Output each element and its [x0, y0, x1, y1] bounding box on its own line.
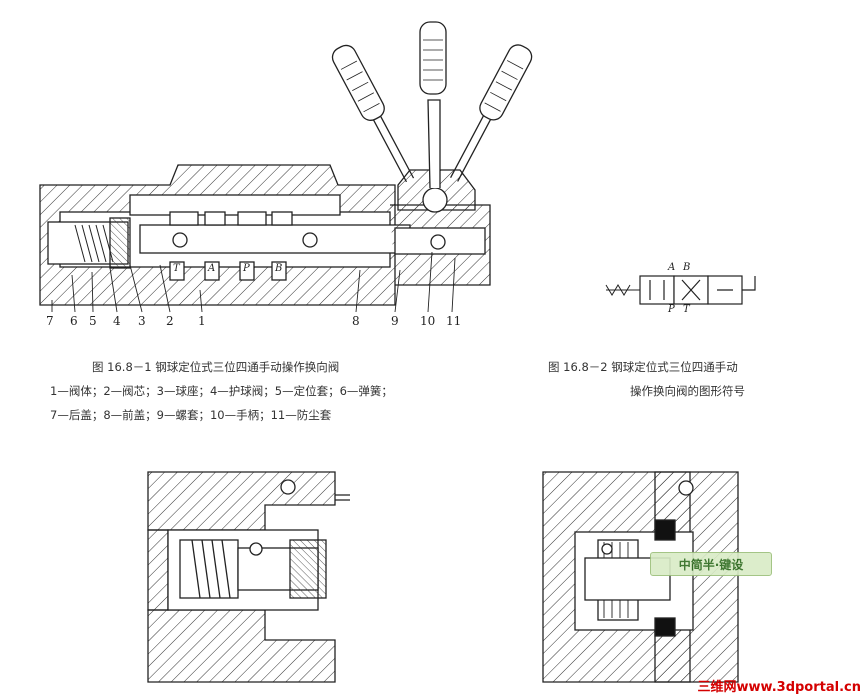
port-label-t: T [173, 263, 180, 274]
valve-symbol [605, 275, 756, 305]
part-number-7: 7 [46, 314, 54, 328]
watermark: 中简半·键设 [650, 552, 772, 576]
part-number-1: 1 [198, 314, 206, 328]
figure1-legend-line2: 7—后盖；8—前盖；9—螺套；10—手柄；11—防尘套 [50, 408, 332, 422]
part-number-9: 9 [391, 314, 399, 328]
part-number-6: 6 [70, 314, 78, 328]
part-number-5: 5 [89, 314, 97, 328]
part-number-3: 3 [138, 314, 146, 328]
part-number-11: 11 [446, 314, 462, 328]
figure1-caption-title: 图 16.8－1 钢球定位式三位四通手动操作换向阀 [92, 360, 340, 374]
figure2-caption-line1: 图 16.8－2 钢球定位式三位四通手动 [548, 360, 738, 374]
figure2-caption-line2: 操作换向阀的图形符号 [630, 384, 745, 398]
part-number-2: 2 [166, 314, 174, 328]
part-number-8: 8 [352, 314, 360, 328]
symbol-label-a: A [668, 262, 676, 273]
symbol-label-t: T [683, 304, 690, 315]
symbol-label-p: P [668, 304, 675, 315]
part-number-10: 10 [420, 314, 436, 328]
figure1-legend-line1: 1—阀体；2—阀芯；3—球座；4—护球阀；5—定位套；6—弹簧； [50, 384, 393, 398]
detail-view-right [542, 471, 739, 683]
symbol-label-b: B [683, 262, 691, 273]
port-label-a: A [208, 263, 216, 274]
valve-section-drawing [39, 21, 533, 313]
detail-view-left [147, 471, 350, 683]
part-number-4: 4 [113, 314, 121, 328]
port-label-p: P [243, 263, 250, 274]
site-mark: 三维网www.3dportal.cn [697, 680, 861, 695]
port-label-b: B [275, 263, 283, 274]
